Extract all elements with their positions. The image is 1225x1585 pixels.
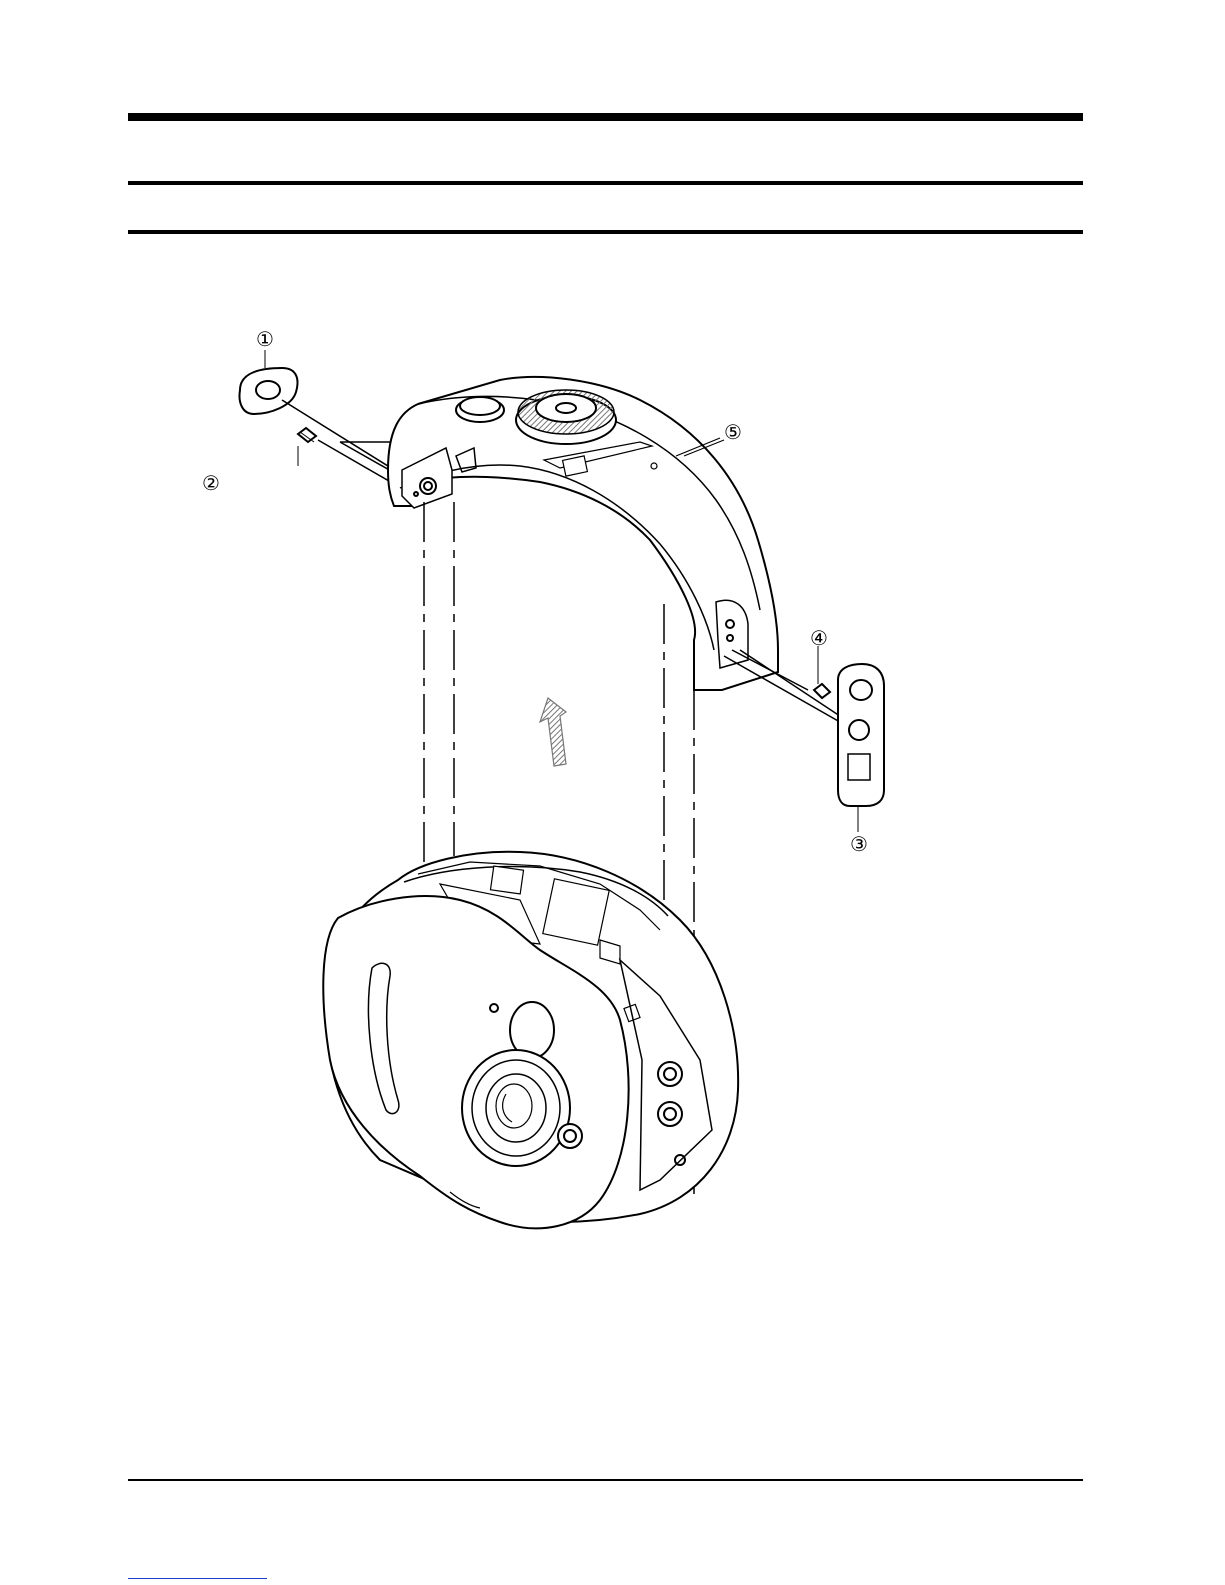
top-cover-part-5 — [388, 377, 778, 690]
callout-5: ⑤ — [724, 422, 742, 442]
callout-3: ③ — [850, 834, 868, 854]
screw-part-2 — [298, 428, 316, 466]
strap-plate-part-3 — [838, 664, 884, 832]
up-arrow-icon — [540, 698, 566, 766]
callout-2: ② — [202, 473, 220, 493]
camera-body — [323, 852, 738, 1229]
callout-1: ① — [256, 329, 274, 349]
footer-rule — [128, 1479, 1083, 1481]
screw-part-4 — [814, 646, 830, 698]
washer-plate-part-1 — [240, 368, 298, 414]
callout-4: ④ — [810, 628, 828, 648]
footer-link-underline[interactable] — [128, 1578, 267, 1579]
